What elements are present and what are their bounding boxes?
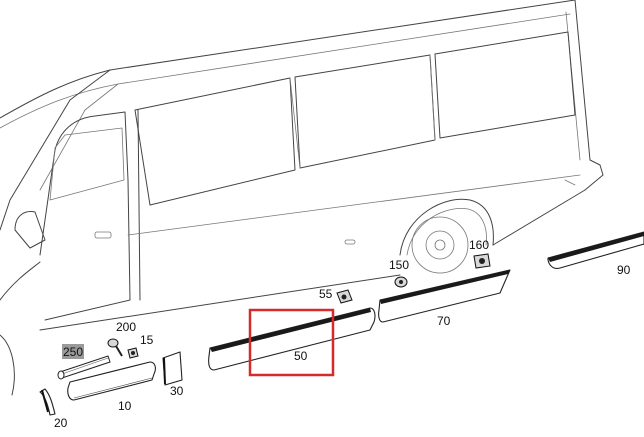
part-160-clip[interactable] <box>473 253 491 269</box>
selection-highlight-box <box>248 308 335 377</box>
part-55-clip[interactable] <box>336 289 353 304</box>
callout-90: 90 <box>617 263 631 277</box>
a-pillar <box>0 69 111 231</box>
part-50-trim[interactable] <box>208 307 376 371</box>
lower-body-line <box>39 274 401 331</box>
door-handle-front <box>94 231 112 239</box>
part-10-trim[interactable] <box>67 361 156 401</box>
callout-15: 15 <box>140 333 154 347</box>
rear-pillar <box>574 0 604 191</box>
callout-50: 50 <box>294 349 308 363</box>
part-90-trim[interactable] <box>547 231 644 269</box>
side-window-1 <box>134 77 296 206</box>
callout-200: 200 <box>116 320 136 334</box>
front-door <box>39 111 131 321</box>
callout-30: 30 <box>170 384 184 398</box>
part-250-rod[interactable] <box>57 355 111 380</box>
callout-160: 160 <box>469 238 489 252</box>
callout-10: 10 <box>118 399 132 413</box>
callout-55: 55 <box>319 287 333 301</box>
part-150-clip[interactable] <box>394 276 408 288</box>
rear-wheel <box>411 216 469 274</box>
side-window-2 <box>294 54 436 169</box>
roof-line <box>0 0 576 119</box>
side-window-3 <box>434 31 576 139</box>
part-15-clip[interactable] <box>127 347 139 359</box>
callout-70: 70 <box>437 314 451 328</box>
front-door-window <box>49 127 125 201</box>
label-250-highlight <box>62 344 84 359</box>
part-20-endcap[interactable] <box>39 388 56 416</box>
part-200-screw[interactable] <box>107 338 123 357</box>
part-70-trim[interactable] <box>378 269 511 323</box>
callout-150: 150 <box>389 258 409 272</box>
side-mirror <box>14 211 46 249</box>
front-wheel-arch <box>0 334 15 396</box>
van-outline <box>0 0 604 396</box>
callout-250: 250 <box>63 345 83 359</box>
rear-wheel-arch <box>399 198 494 256</box>
part-30-panel[interactable] <box>162 351 183 386</box>
callout-20: 20 <box>54 416 68 430</box>
